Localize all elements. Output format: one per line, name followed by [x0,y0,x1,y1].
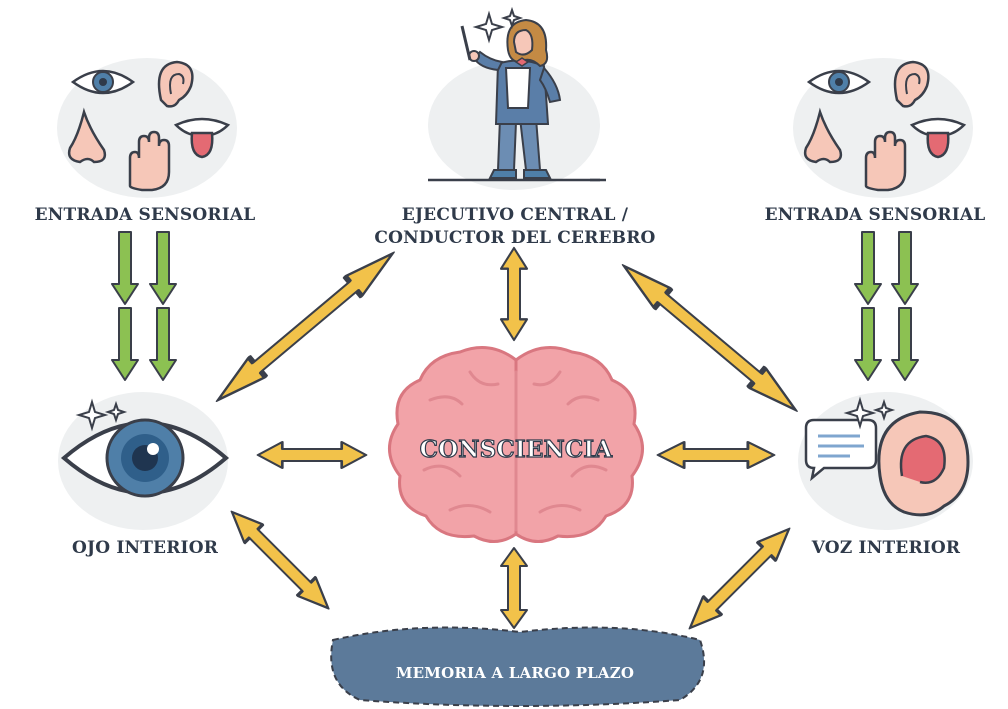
hand-icon [864,130,907,192]
green-arrow [854,231,882,305]
sparkle-icon [104,400,128,424]
ear-icon [893,60,930,108]
ear-icon [157,60,194,108]
sensory-input-right-label: ENTRADA SENSORIAL [764,205,986,225]
consciousness-label: CONSCIENCIA [419,435,613,463]
arrow-executive-brain [499,246,529,342]
green-arrow [111,307,139,381]
sensory-left-icons [67,60,231,192]
sparkle-icon [843,396,877,430]
sense-arrows-right [854,231,919,381]
brain-icon [388,346,644,543]
arrow-executive-eye [210,243,401,409]
memory-blob [330,626,705,707]
eye-icon [806,69,872,95]
tongue-icon [909,117,967,159]
executive-label-line1: EJECUTIVO CENTRAL / [401,205,629,225]
arrow-eye-brain [256,440,368,470]
green-arrow [111,231,139,305]
sparkle-icon [472,10,506,44]
green-arrow [149,231,177,305]
nose-icon [67,107,107,164]
sparkle-icon [75,398,109,432]
conductor-figure [428,6,606,182]
arrow-brain-memory [500,547,528,629]
green-arrow [891,307,919,381]
memory-label: MEMORIA A LARGO PLAZO [395,664,635,682]
inner-eye-icon [60,398,230,498]
green-arrow [149,307,177,381]
executive-label-line2: CONDUCTOR DEL CEREBRO [374,228,656,248]
hand-icon [128,130,171,192]
speech-bubble-icon [804,418,878,482]
arrow-brain-voice [656,440,776,470]
sparkle-icon [500,6,524,30]
sparkle-icon [872,398,896,422]
green-arrow [854,307,882,381]
tongue-icon [173,117,231,159]
inner-voice-icon [804,396,970,517]
sensory-input-left-label: ENTRADA SENSORIAL [34,205,256,225]
sense-arrows-left [111,231,177,381]
eye-icon [70,69,136,95]
arrow-executive-voice [616,256,804,420]
inner-voice-label: VOZ INTERIOR [811,538,961,558]
arrow-eye-memory [221,501,339,619]
green-arrow [891,231,919,305]
inner-eye-label: OJO INTERIOR [71,538,219,558]
nose-icon [803,107,843,164]
sensory-right-icons [803,60,967,192]
